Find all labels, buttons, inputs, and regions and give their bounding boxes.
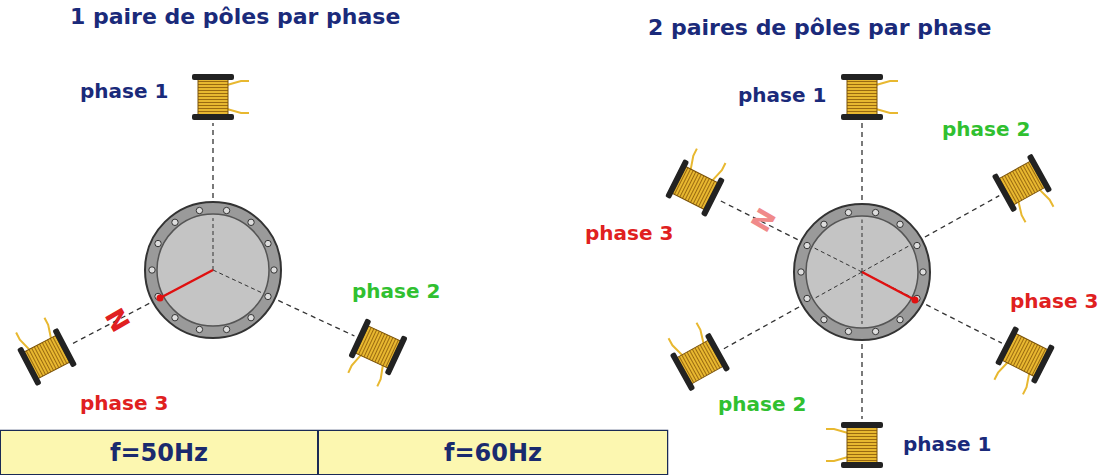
slot-hole	[872, 209, 878, 215]
axis-line	[813, 272, 862, 299]
field-dot	[157, 295, 164, 302]
slot-hole	[914, 242, 920, 248]
slot-hole	[920, 269, 926, 275]
axis-line	[862, 245, 910, 272]
field-dot	[912, 297, 919, 304]
slot-hole	[196, 326, 202, 332]
table-cell: f=50Hz	[0, 430, 318, 475]
cell-text: f=50Hz	[110, 439, 208, 467]
motor	[662, 74, 1059, 468]
slot-hole	[821, 221, 827, 227]
coil	[988, 326, 1055, 398]
coil	[10, 314, 77, 386]
coil	[841, 74, 898, 120]
stator-ring	[794, 204, 930, 340]
slot-hole	[265, 293, 271, 299]
coil	[992, 153, 1060, 225]
phase-label: phase 2	[718, 393, 806, 415]
field-vector	[862, 272, 915, 300]
heading: 1 paire de pôles par phase	[70, 5, 400, 29]
slot-hole	[172, 219, 178, 225]
slot-hole	[172, 314, 178, 320]
rotor	[157, 214, 269, 326]
slot-hole	[821, 316, 827, 322]
axis-line	[212, 123, 213, 270]
motor	[10, 74, 408, 389]
heading: 2 paires de pôles par phase	[648, 16, 991, 40]
axis-line	[861, 272, 862, 419]
slot-hole	[804, 242, 810, 248]
slot-hole	[271, 267, 277, 273]
phase-label: phase 3	[80, 392, 168, 414]
coil	[665, 146, 732, 218]
slot-hole	[248, 219, 254, 225]
table-frame	[1, 431, 668, 475]
phase-label: phase 3	[1010, 290, 1098, 312]
slot-hole	[845, 328, 851, 334]
phase-label: phase 2	[352, 280, 440, 302]
axis-line	[862, 220, 863, 273]
stator-ring	[145, 202, 281, 338]
table-cell: f=60Hz	[318, 430, 668, 475]
axis-line	[213, 270, 263, 293]
coil	[192, 74, 249, 120]
slot-hole	[804, 295, 810, 301]
slot-hole	[248, 314, 254, 320]
axis-line	[812, 247, 862, 272]
cell-text: f=60Hz	[444, 439, 542, 467]
slot-hole	[845, 209, 851, 215]
slot-hole	[897, 221, 903, 227]
slot-hole	[223, 207, 229, 213]
slot-hole	[155, 240, 161, 246]
coil	[342, 318, 408, 389]
slot-hole	[798, 269, 804, 275]
phase-label: phase 1	[903, 433, 991, 455]
field-vector	[160, 270, 213, 298]
rotor	[806, 216, 918, 328]
axis-line	[213, 218, 214, 270]
pole-letter: N	[99, 304, 135, 337]
axis-line	[861, 123, 862, 272]
phase-label: phase 1	[80, 80, 168, 102]
phase-label: phase 2	[942, 118, 1030, 140]
phase-label: phase 1	[738, 84, 826, 106]
slot-hole	[223, 326, 229, 332]
coil	[662, 319, 730, 391]
slot-hole	[265, 240, 271, 246]
pole-letter: N	[746, 204, 782, 237]
axis-line	[862, 272, 863, 324]
slot-hole	[897, 316, 903, 322]
coil	[826, 422, 883, 468]
slot-hole	[196, 207, 202, 213]
slot-hole	[149, 267, 155, 273]
slot-hole	[872, 328, 878, 334]
phase-label: phase 3	[585, 222, 673, 244]
